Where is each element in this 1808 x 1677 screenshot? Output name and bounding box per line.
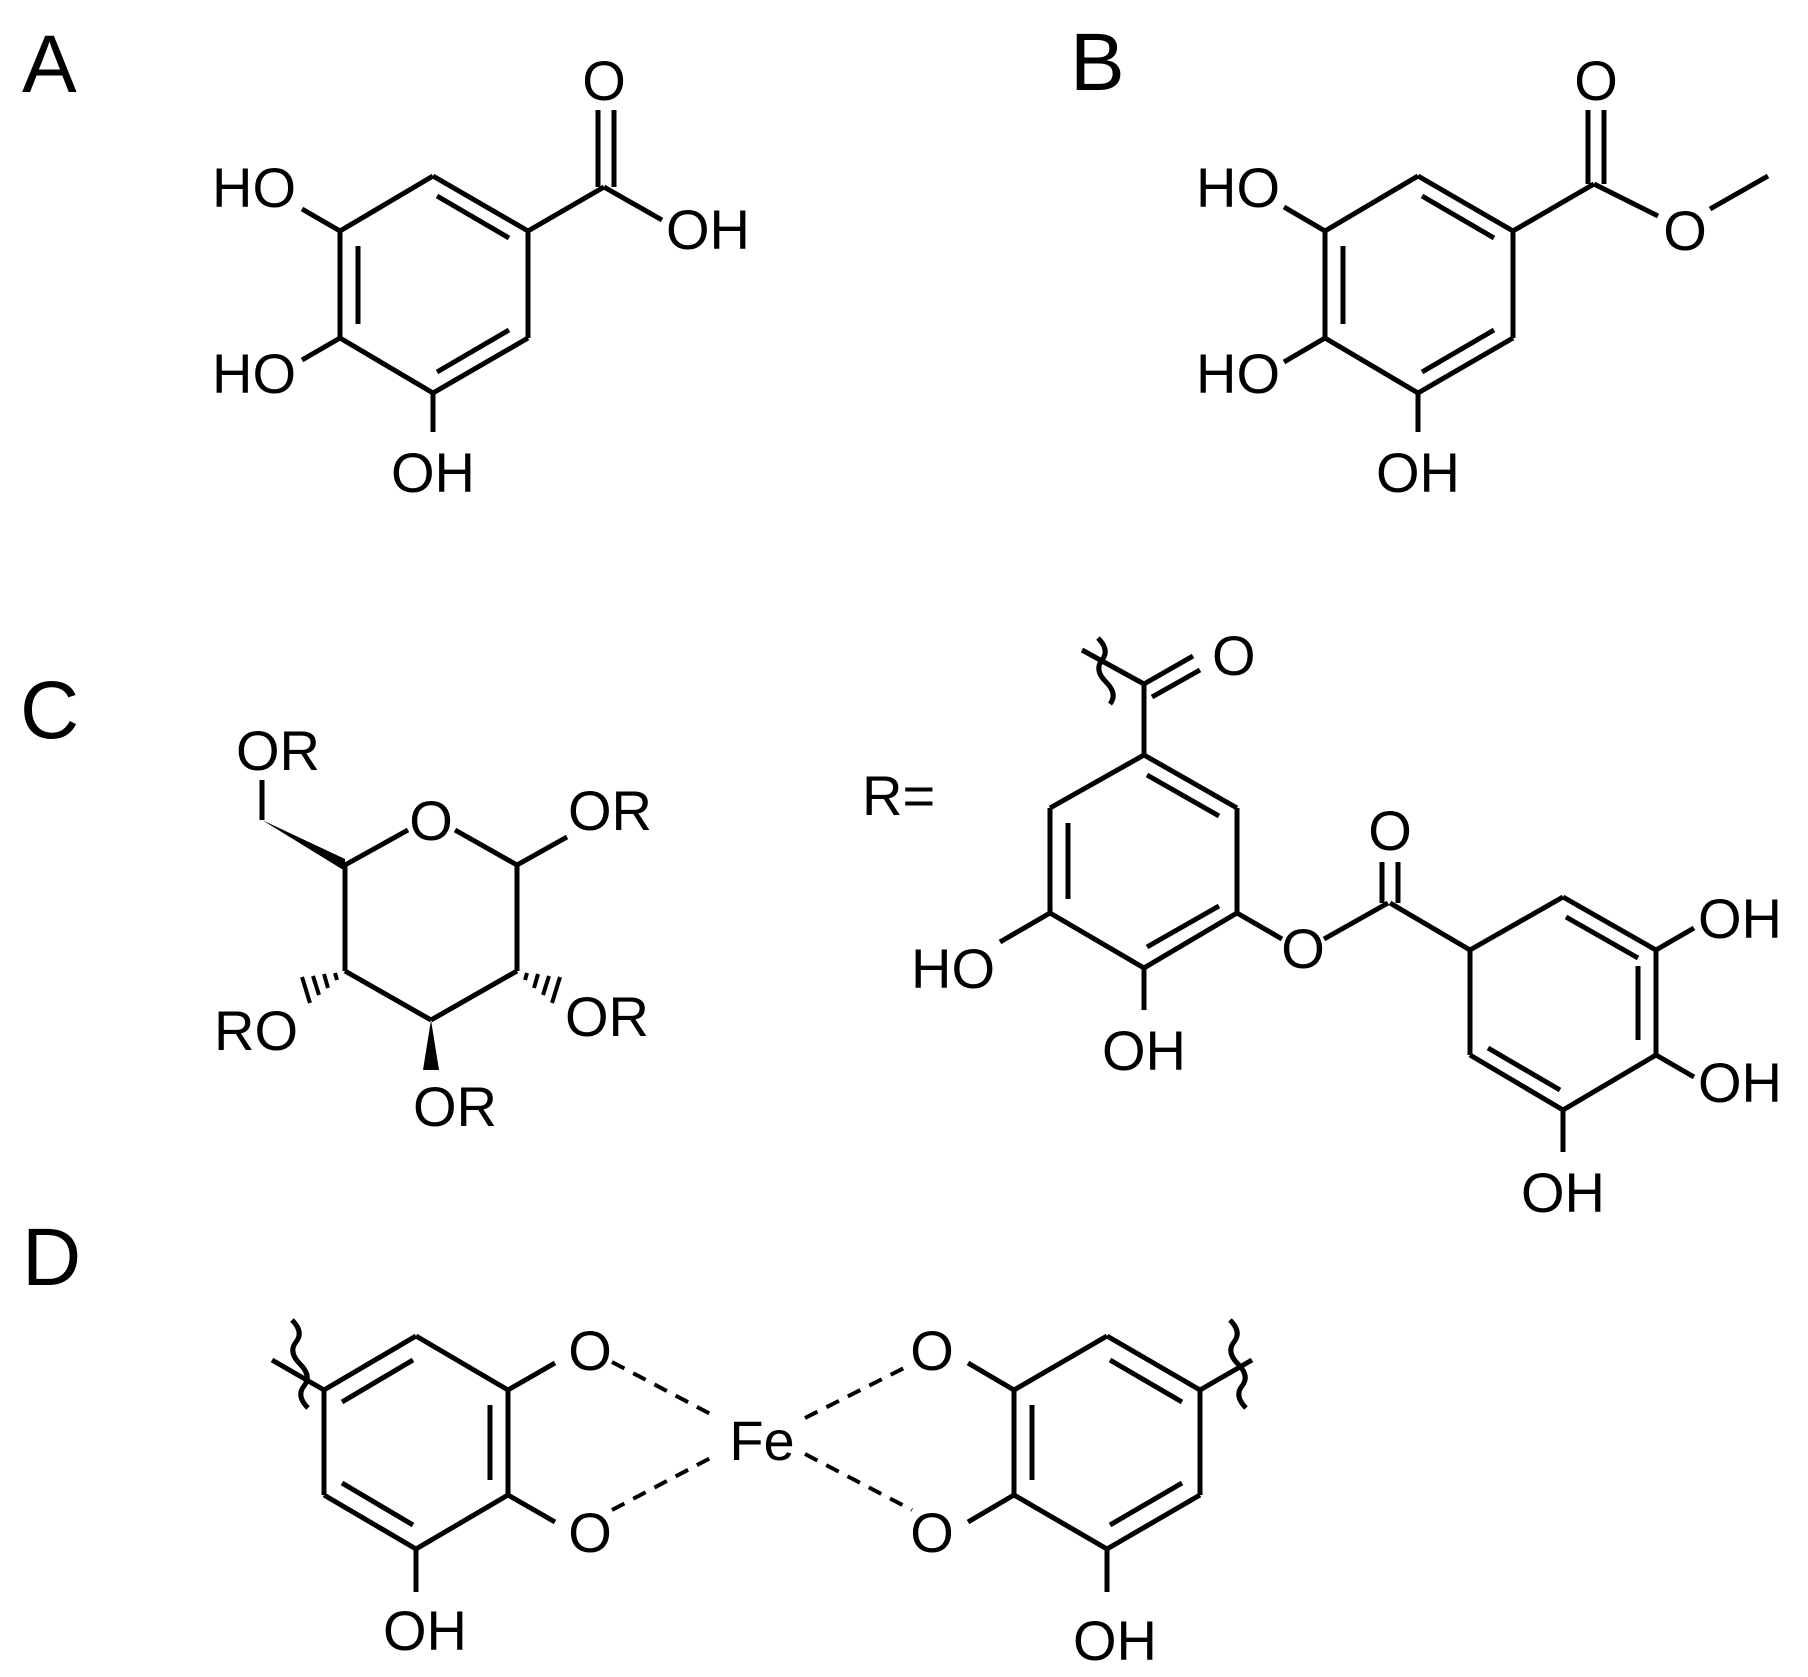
atom-o-right-top: O	[910, 1319, 954, 1382]
atom-or-2: OR	[565, 985, 649, 1048]
iron-galloyl-complex	[270, 1318, 1254, 1592]
atom-o-left-bottom: O	[568, 1501, 612, 1564]
atom-ro-4: RO	[214, 999, 298, 1062]
atom-r-oh-top: OH	[1698, 887, 1782, 950]
methyl-gallate-structure	[1282, 110, 1770, 432]
atom-r-oh-bottom: OH	[1521, 1161, 1605, 1224]
atom-acid-oh: OH	[666, 198, 750, 261]
atom-r-carbonyl2-o: O	[1368, 799, 1412, 862]
atom-carbonyl-o: O	[582, 49, 626, 112]
atom-oh-left: OH	[383, 1599, 467, 1662]
panel-a: A O OH HO HO OH	[22, 19, 750, 504]
digalloyl-substituent	[998, 636, 1696, 1152]
atom-oh-bottom: OH	[1376, 441, 1460, 504]
atom-r-oh-lower: OH	[1102, 1019, 1186, 1082]
atom-ring-o: O	[409, 789, 453, 852]
atom-r-ester-o: O	[1281, 917, 1325, 980]
panel-d: D	[22, 1212, 1254, 1672]
atom-or-1: OR	[568, 779, 652, 842]
r-definition: R=	[862, 764, 935, 827]
panel-label-d: D	[22, 1212, 81, 1303]
panel-b: B O O HO HO OH	[1070, 17, 1770, 504]
panel-label-a: A	[22, 19, 77, 110]
atom-ho-middle: HO	[212, 342, 296, 405]
wavy-attachment-right	[1228, 1318, 1248, 1410]
atom-r-carbonyl-o: O	[1212, 624, 1256, 687]
atom-oh-bottom: OH	[391, 441, 475, 504]
atom-o-right-bottom: O	[910, 1501, 954, 1564]
gallic-acid-structure	[300, 110, 664, 432]
atom-r-ho-left: HO	[911, 937, 995, 1000]
metal-fe: Fe	[729, 1409, 794, 1472]
atom-ester-o: O	[1663, 199, 1707, 262]
atom-ho-upper: HO	[212, 156, 296, 219]
atom-o-left-top: O	[568, 1319, 612, 1382]
atom-carbonyl-o: O	[1574, 49, 1618, 112]
atom-or-3: OR	[413, 1075, 497, 1138]
atom-or-6: OR	[236, 719, 320, 782]
atom-r-oh-mid: OH	[1698, 1051, 1782, 1114]
panel-c: C	[20, 624, 1782, 1224]
wavy-attachment-left	[290, 1318, 310, 1410]
panel-label-b: B	[1070, 17, 1125, 108]
atom-ho-middle: HO	[1196, 342, 1280, 405]
hash-bond-c2	[523, 972, 562, 1004]
wavy-attachment-c	[1096, 636, 1116, 706]
panel-label-c: C	[20, 665, 79, 756]
atom-ho-upper: HO	[1196, 156, 1280, 219]
hash-bond-c4	[300, 972, 339, 1004]
glucopyranose-core	[259, 780, 569, 1070]
atom-oh-right: OH	[1073, 1609, 1157, 1672]
